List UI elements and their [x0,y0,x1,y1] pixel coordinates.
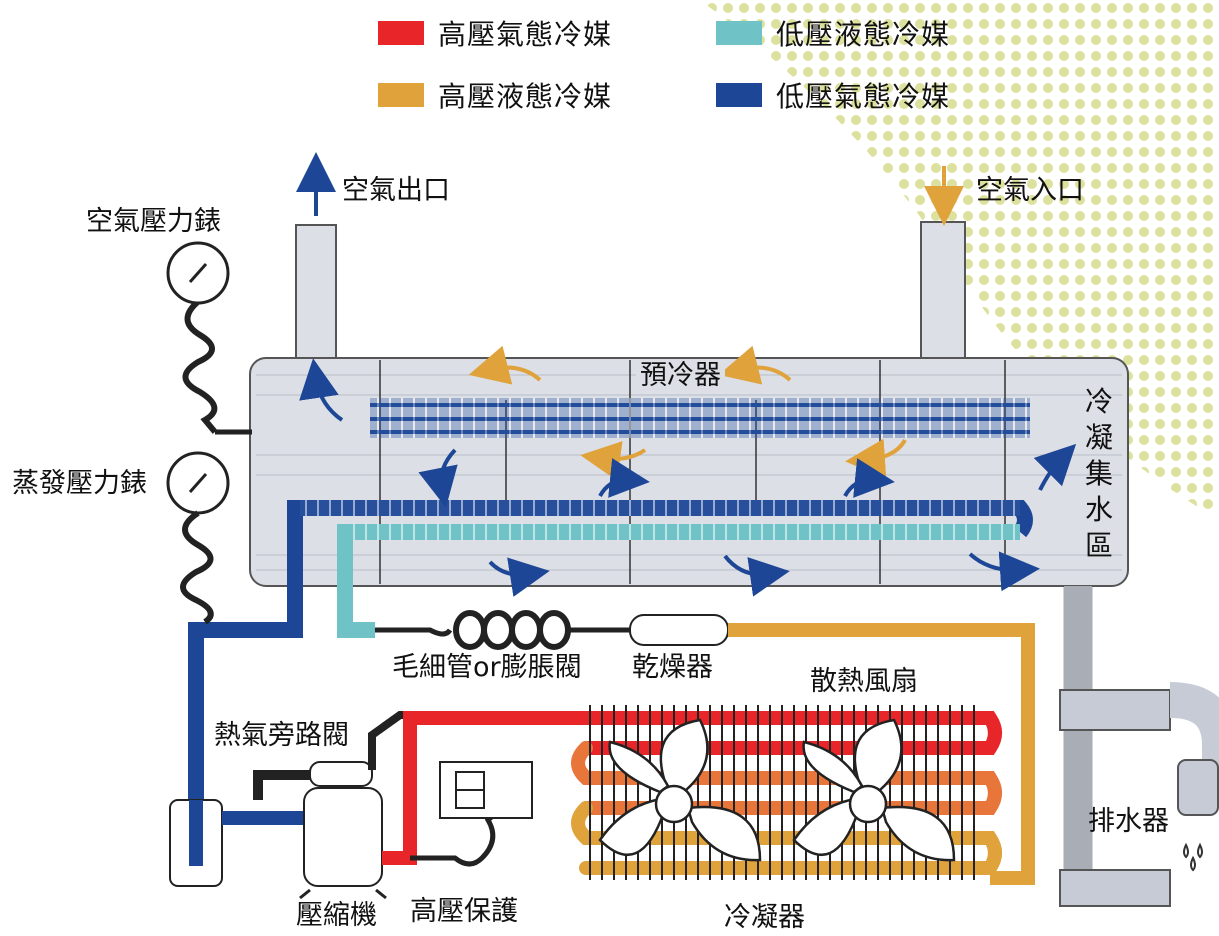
dryer-label: 乾燥器 [632,652,713,683]
legend-swatch [716,83,762,107]
legend-label: 高壓液態冷媒 [438,80,613,113]
air-outlet-label: 空氣出口 [342,175,450,206]
air-pressure-gauge-label: 空氣壓力錶 [86,206,221,237]
precooler-label: 預冷器 [636,362,725,389]
dryer-body [629,614,729,646]
drain-label: 排水器 [1088,806,1169,837]
legend-item-low-liquid: 低壓液態冷媒 [716,16,951,51]
hot-gas-bypass-valve [309,761,373,787]
legend-label: 高壓氣態冷媒 [438,18,613,51]
capillary-label: 毛細管or膨脹閥 [392,652,582,683]
evaporator-low-gas-tube [188,500,1033,866]
fan-left [598,718,762,862]
drain-trap [1177,759,1219,816]
compressor-label: 壓縮機 [296,900,377,931]
air-inlet-stack [920,221,966,366]
air-outlet-stack [295,224,337,366]
compressor-body [303,787,383,887]
legend-item-high-gas: 高壓氣態冷媒 [378,16,613,51]
hot-gas-bypass-label: 熱氣旁路閥 [214,720,349,751]
legend-swatch [378,21,424,45]
legend-item-low-gas: 低壓氣態冷媒 [716,78,951,113]
condenser-label: 冷凝器 [724,902,805,933]
condensate-zone-label: 冷凝集水區 [1084,385,1113,562]
shell-texture [256,374,1122,571]
legend-swatch [378,83,424,107]
evap-gauge-coil [180,510,214,625]
fan-right [792,718,956,862]
flow-arrows [296,152,1077,597]
heat-exchanger-shell [249,357,1129,587]
capillary-coil [453,610,571,650]
capillary-line [375,627,453,637]
legend-swatch [716,21,762,45]
high-pressure-protect-label: 高壓保護 [410,896,518,927]
legend-label: 低壓液態冷媒 [776,18,951,51]
legend-item-high-liquid: 高壓液態冷媒 [378,78,613,113]
precooler-tubes [370,398,1030,438]
air-gauge-coil [182,297,218,434]
condenser-coil [571,711,1002,875]
high-pressure-switch [439,761,533,819]
cooling-fan-label: 散熱風扇 [810,666,918,697]
evap-pressure-gauge-label: 蒸發壓力錶 [12,468,147,499]
drain-droplets [1183,842,1203,872]
high-liquid-line [728,623,1035,885]
bypass-line [253,770,310,800]
legend-label: 低壓氣態冷媒 [776,80,951,113]
air-inlet-label: 空氣入口 [976,175,1084,206]
